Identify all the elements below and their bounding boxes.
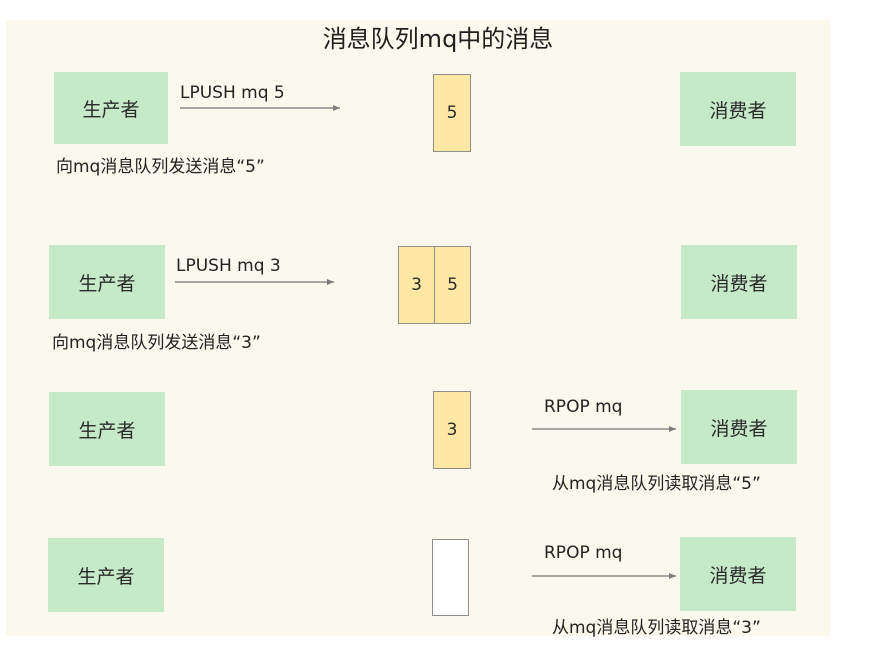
producer-box: 生产者 [49,392,165,466]
queue-message: 3 [446,420,458,440]
consumer-box: 消费者 [681,245,797,319]
consumer-box: 消费者 [680,72,796,146]
queue-message: 5 [446,103,458,123]
row-caption: 从mq消息队列读取消息“3” [552,618,761,638]
message-queue [432,539,469,616]
producer-label: 生产者 [78,272,136,295]
consumer-label: 消费者 [710,272,768,295]
row-caption: 向mq消息队列发送消息“3” [52,333,261,353]
row-caption: 从mq消息队列读取消息“5” [552,474,761,494]
producer-box: 生产者 [49,245,165,319]
row-caption: 向mq消息队列发送消息“5” [56,157,265,177]
command-label: LPUSH mq 5 [180,83,285,103]
consumer-label: 消费者 [709,99,767,122]
consumer-label: 消费者 [709,564,767,587]
message-queue: 3 5 [398,246,471,324]
diagram-title: 消息队列mq中的消息 [322,25,554,53]
queue-message: 3 [411,275,422,295]
consumer-box: 消费者 [680,537,796,611]
command-label: RPOP mq [544,543,623,563]
consumer-label: 消费者 [710,417,768,440]
producer-label: 生产者 [82,98,140,121]
producer-label: 生产者 [77,565,135,588]
command-label: LPUSH mq 3 [176,256,281,276]
command-label: RPOP mq [544,397,623,417]
consumer-box: 消费者 [681,390,797,464]
producer-box: 生产者 [48,538,164,612]
message-queue: 5 [433,74,471,152]
producer-box: 生产者 [54,72,168,144]
queue-message: 5 [434,247,470,323]
message-queue: 3 [433,391,471,469]
producer-label: 生产者 [78,419,136,442]
